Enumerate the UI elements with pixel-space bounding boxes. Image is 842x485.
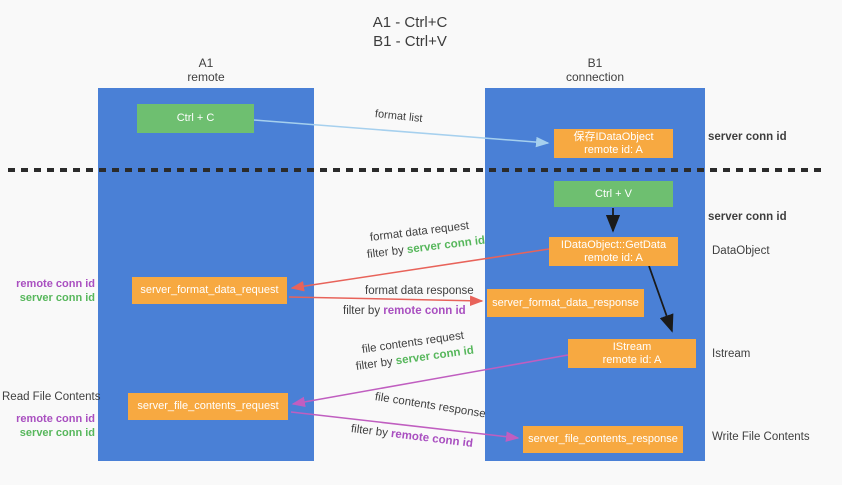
server-file-contents-request-box: server_file_contents_request [128,393,288,420]
server-format-data-response-box: server_format_data_response [487,289,644,317]
title-line-2: B1 - Ctrl+V [373,33,447,50]
arrow-format-data-response [288,295,484,307]
server-conn-id-left-1: server conn id [19,292,95,304]
filter-by-text: filter by [355,355,394,373]
server-format-data-request-box: server_format_data_request [132,277,287,304]
istream-line2: remote id: A [602,353,662,366]
filter-by-remote-conn-id-label-2: filter by remote conn id [350,423,473,450]
lane-a1-name: A1 [198,56,214,70]
server-conn-id-left-2: server conn id [19,427,95,439]
write-file-contents-label: Write File Contents [712,431,810,443]
ctrl-c-box: Ctrl + C [137,104,254,133]
diagram-title: A1 - Ctrl+C B1 - Ctrl+V [300,13,520,51]
istream-side-label: Istream [712,348,751,360]
lane-b1-name: B1 [587,56,603,70]
filter-by-text: filter by [350,423,389,440]
idataobject-getdata-box: IDataObject::GetData remote id: A [549,237,678,266]
save-idataobject-line1: 保存IDataObject [573,130,654,143]
format-data-response-label: format data response [365,285,474,297]
server-conn-id-right-mid: server conn id [708,211,787,223]
filter-by-remote-conn-id-label-1: filter by remote conn id [343,305,466,317]
server-file-contents-request-label: server_file_contents_request [137,400,279,412]
filter-by-text: filter by [343,305,381,317]
filter-by-text: filter by [366,244,405,261]
remote-conn-id-text: remote conn id [390,427,474,450]
lane-header-a1: A1 remote [98,56,314,84]
server-file-contents-response-box: server_file_contents_response [523,426,683,453]
server-format-data-response-label: server_format_data_response [492,296,639,309]
ctrl-v-box: Ctrl + V [554,181,673,207]
dotted-divider [8,168,826,172]
lane-b1-role: connection [565,70,625,84]
format-list-label: format list [374,108,424,125]
ctrl-c-label: Ctrl + C [176,112,215,124]
conn-id-pair-file: remote conn id server conn id [2,412,95,440]
lane-header-b1: B1 connection [485,56,705,84]
idataobject-getdata-line1: IDataObject::GetData [560,238,667,251]
remote-conn-id-text: remote conn id [383,305,466,317]
istream-line1: IStream [612,340,652,353]
lane-a1-role: remote [187,70,225,84]
remote-conn-id-left-1: remote conn id [16,278,95,290]
ctrl-v-label: Ctrl + V [595,187,632,200]
istream-box: IStream remote id: A [568,339,696,368]
remote-conn-id-left-2: remote conn id [16,413,95,425]
read-file-contents-label: Read File Contents [2,391,101,403]
title-line-1: A1 - Ctrl+C [372,14,448,31]
server-file-contents-response-label: server_file_contents_response [528,433,678,445]
server-conn-id-right-top: server conn id [708,131,787,143]
conn-id-pair-format: remote conn id server conn id [2,277,95,305]
file-contents-response-label: file contents response [374,391,487,421]
server-format-data-request-label: server_format_data_request [140,284,279,296]
save-idataobject-box: 保存IDataObject remote id: A [554,129,673,158]
save-idataobject-line2: remote id: A [584,143,643,156]
idataobject-getdata-line2: remote id: A [584,251,643,264]
dataobject-label: DataObject [712,245,770,257]
